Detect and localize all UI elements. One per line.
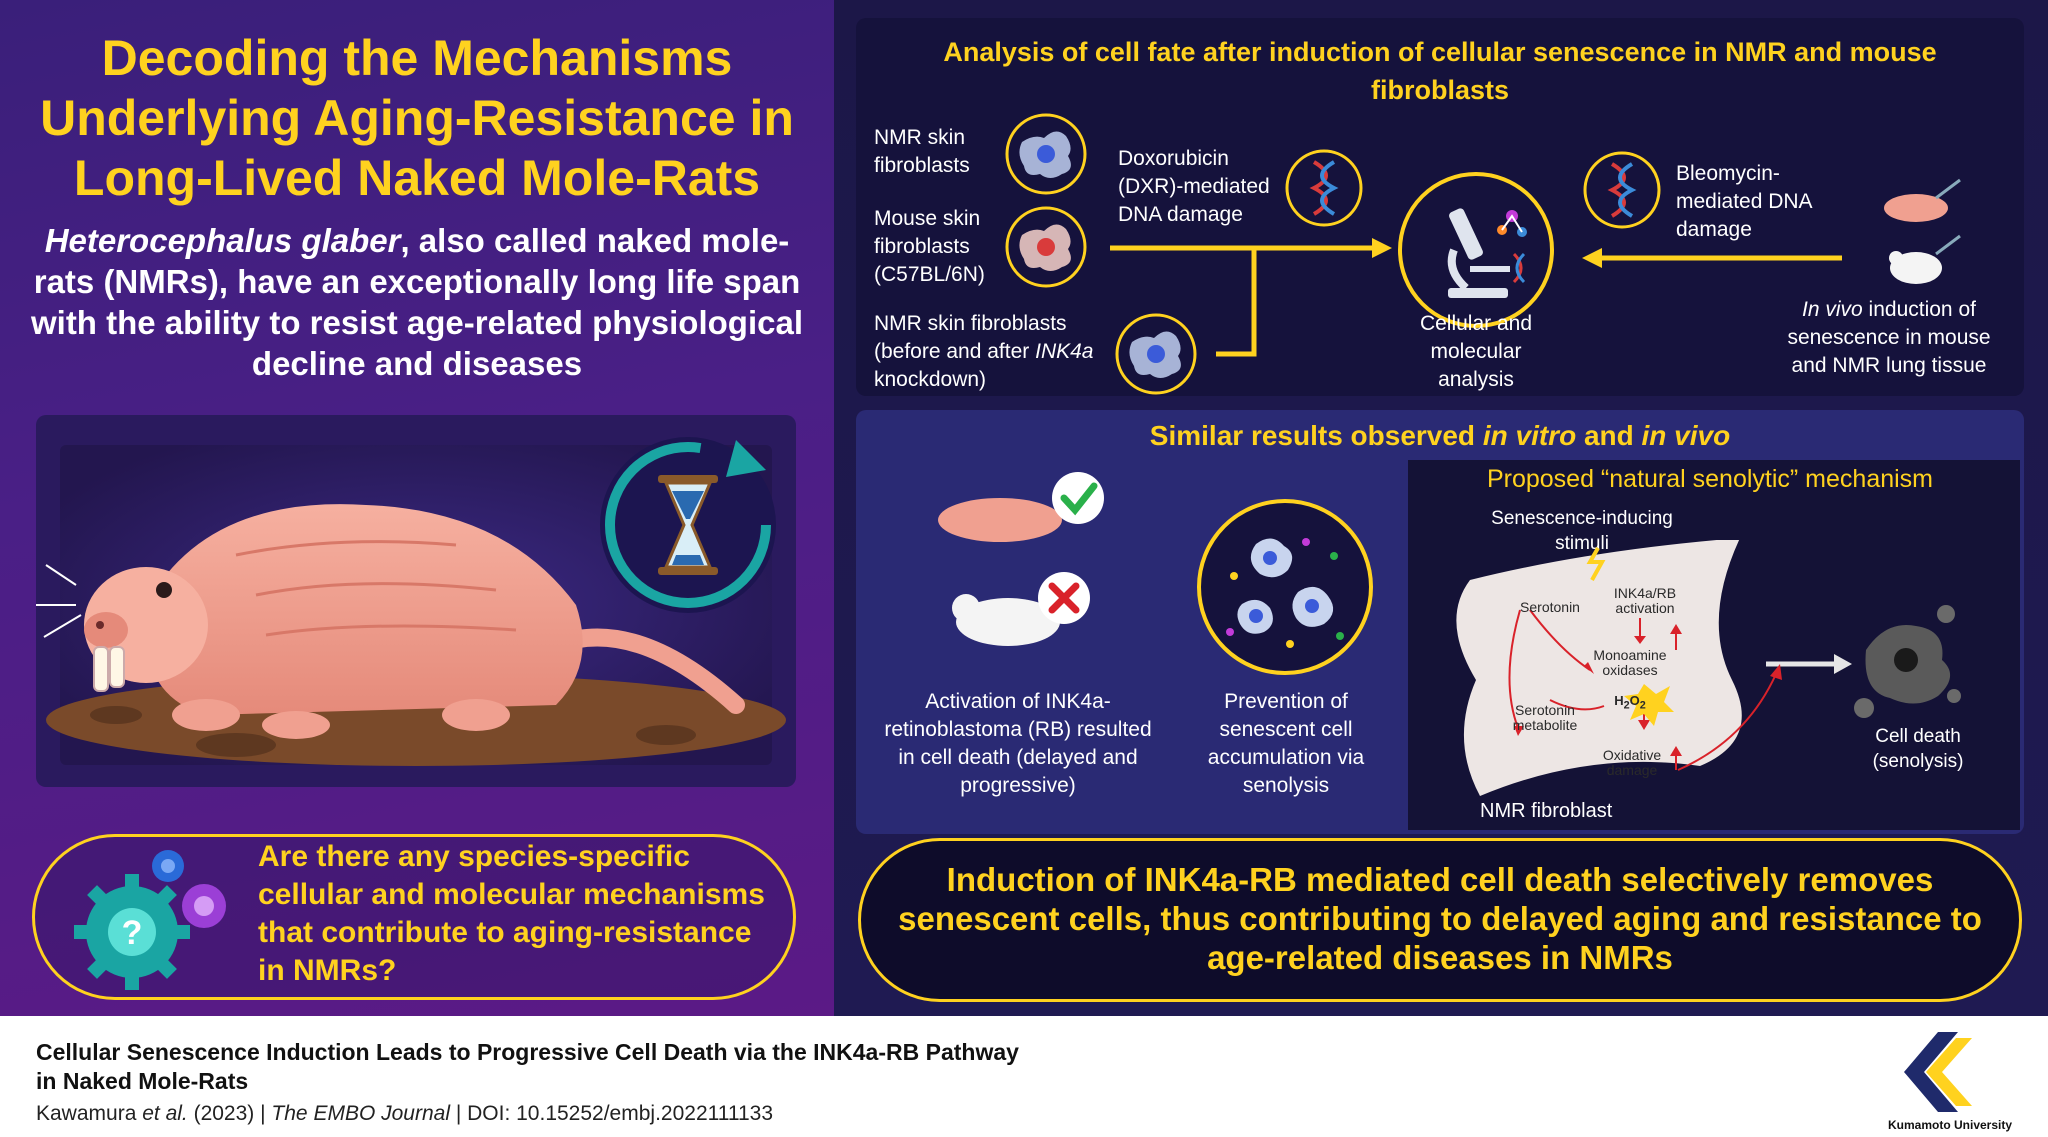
in-vivo-rest: induction of senescence in mouse and NMR…	[1787, 298, 1991, 377]
serotonin-label: Serotonin	[1520, 599, 1580, 615]
h2o2-label: H2O2	[1600, 693, 1660, 714]
activation-label: Activation of INK4a-retinoblastoma (RB) …	[884, 690, 1152, 797]
heading-mid: and	[1576, 420, 1642, 451]
gears-question-icon: ?	[74, 850, 226, 990]
hourglass-icon	[658, 475, 718, 575]
citation-et-al: et al.	[142, 1102, 188, 1125]
dna-icon	[1583, 151, 1661, 229]
knockdown-cell-icon	[1115, 313, 1197, 395]
main-title: Decoding the Mechanisms Underlying Aging…	[20, 28, 814, 208]
cellular-analysis-label: Cellular and molecular analysis	[1419, 312, 1533, 391]
title-line: Long-Lived Naked Mole-Rats	[73, 150, 761, 206]
mole-rat-icon	[1884, 194, 1948, 222]
monoamine-label: Monoamine oxidases	[1593, 647, 1667, 678]
question-text: Are there any species-specific cellular …	[258, 840, 765, 987]
nmr-cell-icon	[1005, 113, 1087, 195]
knockdown-post: knockdown)	[874, 368, 987, 391]
title-line: Decoding the Mechanisms	[101, 30, 733, 86]
university-logo-icon	[1904, 1032, 1972, 1112]
species-name: Heterocephalus glaber	[44, 222, 401, 259]
mouse-icon	[1890, 252, 1942, 284]
burst-icon	[1624, 684, 1674, 726]
oxidative-label: Oxidative damage	[1602, 747, 1662, 778]
heading-in-vivo: in vivo	[1641, 420, 1731, 451]
bleomycin-label: Bleomycin-mediated DNA damage	[1676, 162, 1812, 241]
nmr-fibroblasts-label: NMR skin fibroblasts	[874, 126, 970, 177]
footer-title: Cellular Senescence Induction Leads to P…	[36, 1039, 1019, 1094]
citation-year: (2023) |	[187, 1102, 272, 1125]
senolysis-icon	[1197, 499, 1373, 675]
citation-authors: Kawamura	[36, 1102, 143, 1125]
h2o2-o: O	[1629, 693, 1640, 708]
citation-journal: The EMBO Journal	[271, 1102, 450, 1125]
outcome-animals-icon	[938, 472, 1104, 646]
university-name: Kumamoto University	[1887, 1118, 2013, 1132]
heading-in-vitro: in vitro	[1482, 420, 1577, 451]
analysis-arrows	[1110, 238, 1392, 357]
mouse-icon	[956, 598, 1060, 646]
bleomycin-arrow	[1582, 248, 1842, 268]
fibroblast-diagram	[1456, 540, 1742, 796]
citation-doi: | DOI: 10.15252/embj.2022111133	[450, 1102, 774, 1125]
analysis-heading: Analysis of cell fate after induction of…	[943, 37, 1937, 105]
in-vivo-italic: In vivo	[1802, 298, 1863, 321]
dna-icon	[1285, 149, 1363, 227]
h2o2-sub1: 2	[1623, 699, 1630, 712]
knockdown-pre: NMR skin fibroblasts (before and after	[874, 312, 1067, 363]
question-mark-icon: ?	[122, 914, 143, 952]
metabolite-label: Serotonin metabolite	[1512, 702, 1578, 733]
animals-icon	[1884, 178, 1961, 284]
footer-citation: Kawamura et al. (2023) | The EMBO Journa…	[36, 1100, 1136, 1128]
ink4a-rb-label: INK4a/RB activation	[1613, 585, 1677, 616]
blue-gear-icon	[152, 850, 184, 882]
naked-mole-rat-icon	[36, 437, 786, 766]
prevention-label: Prevention of senescent cell accumulatio…	[1207, 690, 1365, 797]
check-icon	[1052, 472, 1104, 524]
intro-rest: , also called naked mole-rats (NMRs), ha…	[30, 222, 803, 382]
mechanism-title: Proposed “natural senolytic” mechanism	[1486, 465, 1934, 493]
results-heading: Similar results observed in vitro and in…	[900, 418, 1980, 454]
conclusion-box	[858, 838, 2022, 1002]
mouse-cell-icon	[1005, 206, 1087, 288]
mole-rat-icon	[938, 498, 1062, 542]
mole-rat-illustration-box	[36, 415, 796, 787]
cell-death-arrows	[1677, 605, 1961, 771]
fibroblast-label: NMR fibroblast	[1480, 800, 1613, 822]
knockdown-label: NMR skin fibroblasts (before and after I…	[874, 310, 1114, 394]
in-vivo-label: In vivo induction of senescence in mouse…	[1770, 296, 2008, 380]
knockdown-gene: INK4a	[1035, 340, 1094, 363]
h2o2-h: H	[1614, 693, 1624, 708]
doxorubicin-label: Doxorubicin (DXR)-mediated DNA damage	[1118, 147, 1270, 226]
title-line: Underlying Aging-Resistance in	[40, 90, 794, 146]
h2o2-sub2: 2	[1639, 699, 1646, 712]
heading-pre: Similar results observed	[1149, 420, 1483, 451]
purple-gear-icon	[182, 884, 226, 928]
large-gear-icon: ?	[74, 874, 190, 990]
intro-text: Heterocephalus glaber, also called naked…	[20, 220, 814, 384]
lightning-icon	[1586, 547, 1606, 581]
cell-death-label: Cell death (senolysis)	[1872, 726, 1964, 772]
mouse-fibroblasts-label: Mouse skin fibroblasts (C57BL/6N)	[874, 207, 985, 286]
microscope-icon	[1398, 172, 1554, 328]
conclusion-text: Induction of INK4a-RB mediated cell deat…	[898, 861, 1982, 976]
